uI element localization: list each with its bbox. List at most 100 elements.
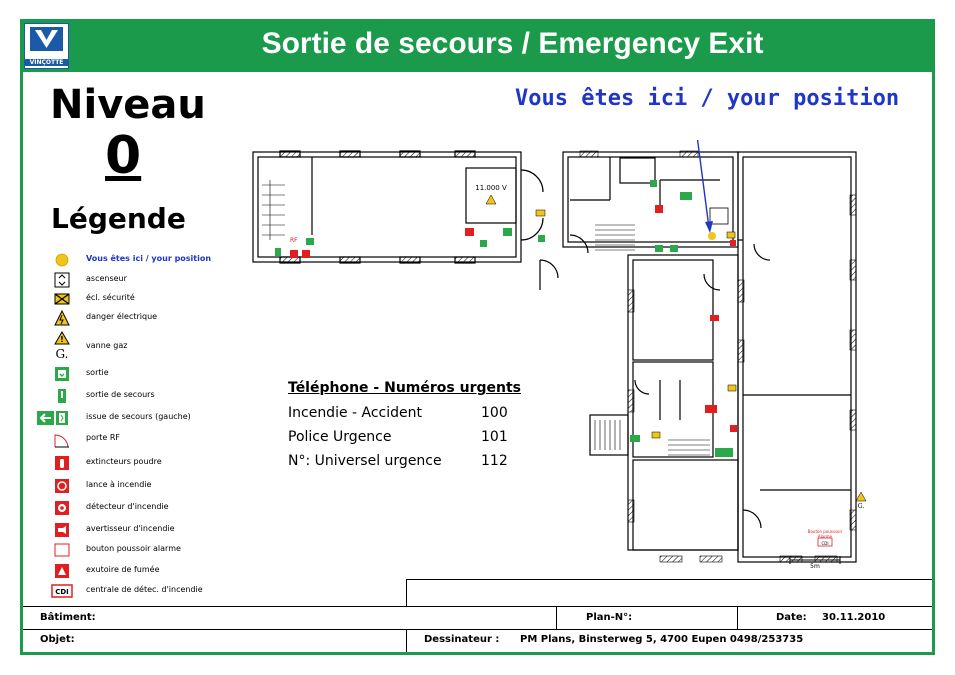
phone-label: Police Urgence (288, 429, 392, 445)
exit-icon (670, 245, 678, 252)
you-are-here-label: Vous êtes ici / your position (515, 86, 900, 111)
you-are-here-dot (708, 232, 716, 240)
tb-line (737, 606, 738, 629)
alarm-note: Alarme (818, 534, 833, 539)
legend-label: vanne gaz (86, 341, 128, 350)
legend-label: porte RF (86, 433, 121, 442)
legend-label: détecteur d'incendie (86, 502, 169, 511)
phone-row: N°: Universel urgence 112 (288, 453, 521, 474)
legend-label: lance à incendie (86, 480, 152, 489)
emergency-light-icon (535, 209, 546, 217)
batiment-label: Bâtiment: (40, 612, 96, 623)
you-are-here-dot-icon (55, 253, 69, 267)
smoke-vent-icon (55, 564, 69, 578)
frame-left (20, 19, 23, 655)
legend-label: bouton poussoir alarme (86, 544, 181, 553)
fire-alarm-icon (710, 315, 719, 321)
emergency-light-icon (726, 231, 736, 239)
powder-extinguisher-icon (655, 205, 663, 213)
alarm-note: Bouton pousssoir (808, 529, 843, 534)
position-arrow (696, 140, 710, 229)
rf-label: RF (290, 237, 298, 244)
plan-number-label: Plan-N°: (586, 612, 633, 623)
phone-title: Téléphone - Numéros urgents (288, 380, 521, 396)
exit-left-icon (306, 238, 314, 245)
central-block-outline (627, 254, 739, 551)
legend-label: issue de secours (gauche) (86, 412, 191, 421)
fire-hose-icon (55, 479, 69, 493)
scale-bar (789, 556, 841, 564)
phone-label: N°: Universel urgence (288, 453, 442, 469)
gas-label: G. (858, 503, 865, 510)
logo-v-icon (30, 27, 63, 51)
header-bar: Sortie de secours / Emergency Exit (20, 19, 935, 72)
exit-left-icon (37, 411, 68, 425)
phone-number: 112 (481, 453, 508, 469)
legend-label: centrale de détec. d'incendie (86, 585, 203, 594)
level-number: 0 (105, 126, 142, 186)
exit-left-icon (715, 448, 733, 457)
fire-detector-icon (730, 425, 737, 432)
phone-row: Incendie - Accident 100 (288, 405, 521, 426)
phone-number: 100 (481, 405, 508, 421)
emergency-light-icon (54, 293, 70, 305)
legend-label: ascenseur (86, 274, 127, 283)
emergency-light-icon (727, 384, 737, 392)
panel-label: CDI (821, 541, 828, 546)
tb-line (556, 606, 557, 629)
legend-label: sortie de secours (86, 390, 155, 399)
east-wing-outline (737, 151, 857, 563)
legend-label: exutoire de fumée (86, 565, 160, 574)
electrical-danger-icon (54, 310, 70, 326)
objet-label: Objet: (40, 634, 75, 645)
scale-label: 5m (810, 563, 820, 570)
fire-door-icon (54, 434, 69, 448)
emergency-light-icon (651, 431, 661, 439)
elevator-icon (54, 272, 70, 288)
left-wing-outline (252, 151, 522, 263)
transformer-room (465, 167, 517, 224)
date-label: Date: (776, 612, 807, 623)
frame-right (932, 19, 935, 655)
phone-number: 101 (481, 429, 508, 445)
fire-panel-icon (817, 537, 833, 547)
svg-text:G.: G. (56, 347, 69, 361)
svg-text:CDI: CDI (55, 588, 69, 596)
page-title: Sortie de secours / Emergency Exit (261, 27, 764, 60)
tb-line (23, 629, 932, 630)
floor-plan: 5m 11.000 V RF G. Bouton pousssoir Ala (252, 140, 867, 570)
exit-icon (275, 248, 281, 256)
legend-label: extincteurs poudre (86, 457, 162, 466)
dessinateur-value: PM Plans, Binsterweg 5, 4700 Eupen 0498/… (520, 634, 804, 645)
exit-left-icon (680, 192, 692, 200)
phone-label: Incendie - Accident (288, 405, 423, 421)
tb-line (23, 606, 932, 607)
legend-label: danger électrique (86, 312, 158, 321)
exit-icon (538, 235, 545, 242)
frame-bottom (20, 652, 935, 655)
exit-left-icon (503, 228, 512, 236)
svg-text:!: ! (60, 335, 64, 344)
tb-line (406, 629, 407, 652)
level-label: Niveau (50, 82, 206, 128)
legend-label: sortie (86, 368, 109, 377)
vincotte-logo: VINÇOTTE (24, 23, 69, 69)
fire-detector-icon (730, 240, 736, 246)
exit-icon (55, 367, 69, 381)
logo-text: VINÇOTTE (25, 59, 68, 66)
fire-detector-icon (302, 250, 310, 258)
legend-title: Légende (51, 202, 186, 235)
voltage-label: 11.000 V (475, 184, 507, 192)
exit-icon (650, 180, 657, 187)
electrical-danger-icon (485, 194, 497, 205)
exit-icon (480, 240, 487, 247)
dessinateur-label: Dessinateur : (424, 634, 500, 645)
legend-label: Vous êtes ici / your position (86, 254, 212, 263)
legend-label: avertisseur d'incendie (86, 524, 175, 533)
plan-symbols (275, 180, 867, 547)
date-value: 30.11.2010 (822, 612, 886, 623)
arrow-head-icon (705, 221, 713, 233)
alarm-button-icon (54, 543, 70, 557)
powder-extinguisher-icon (55, 456, 69, 470)
fire-hose-icon (705, 405, 717, 413)
